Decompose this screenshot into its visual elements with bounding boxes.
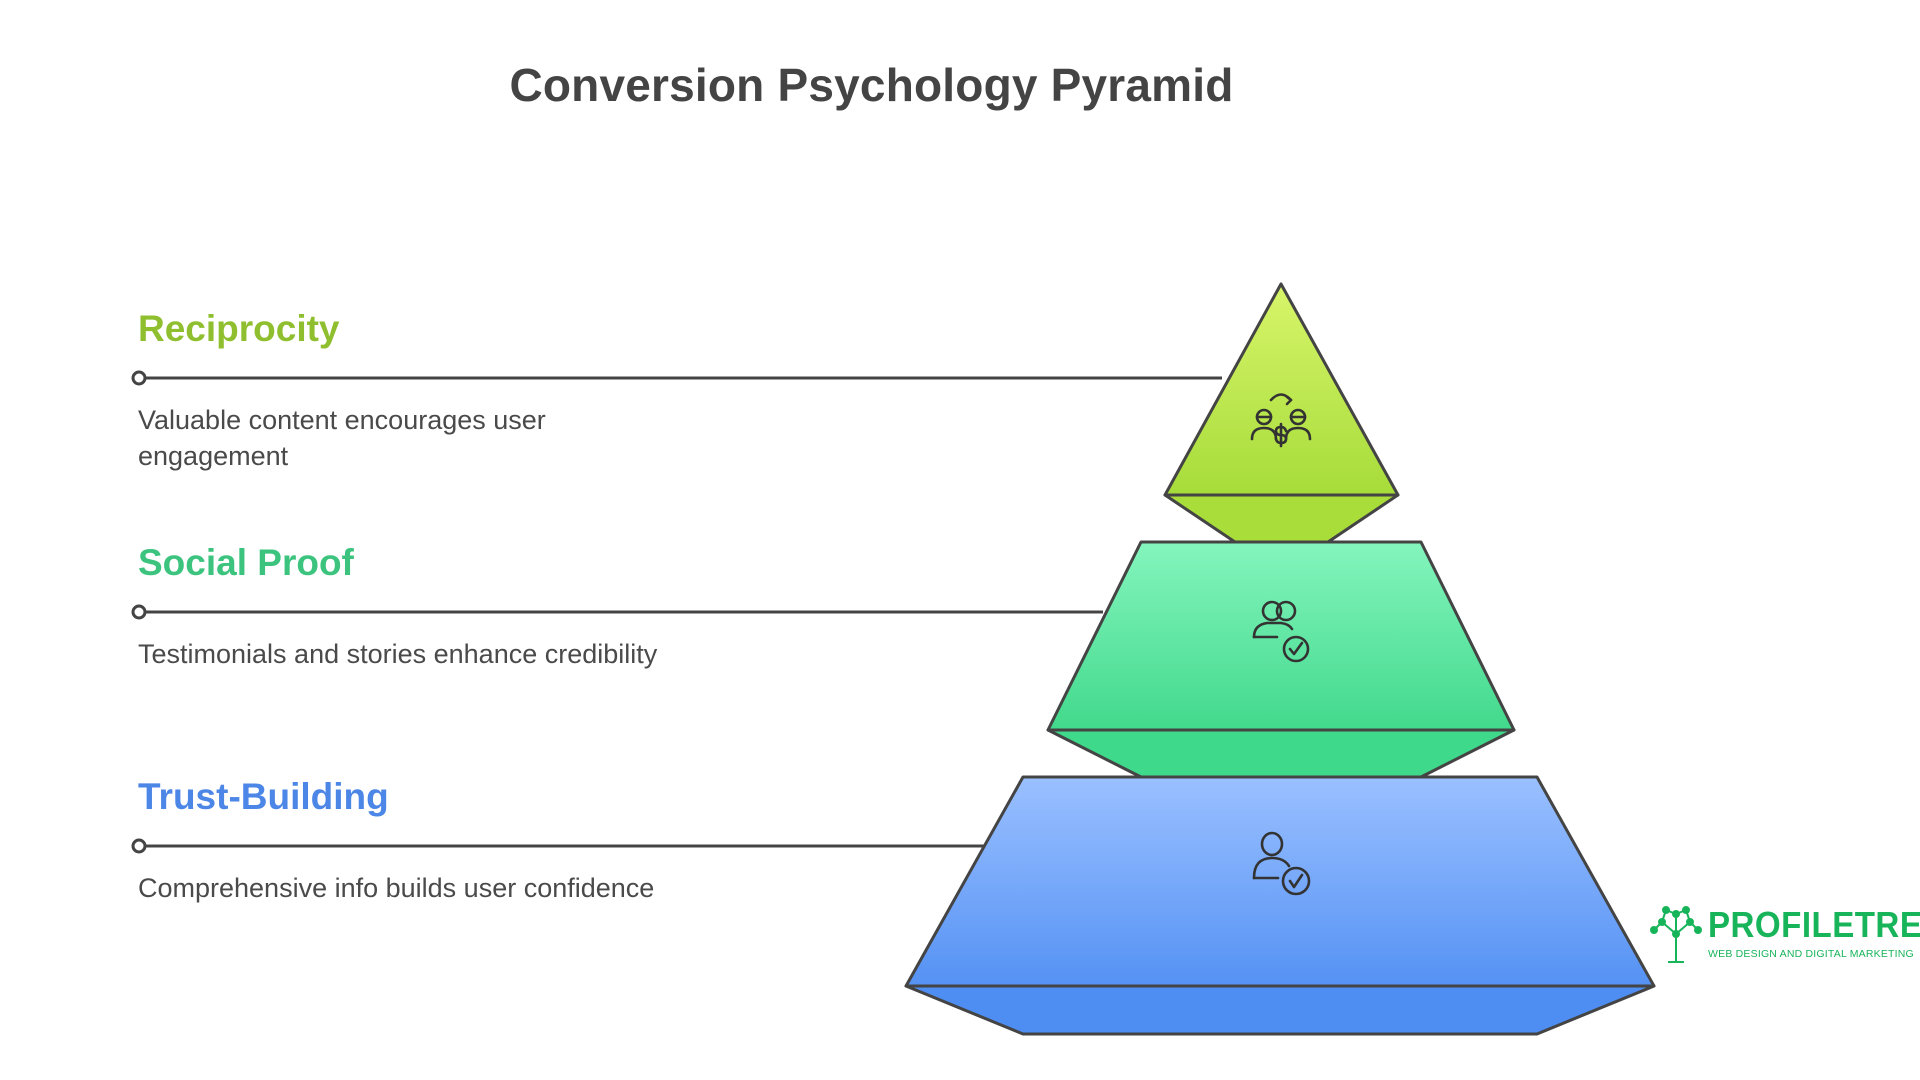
level-description: Testimonials and stories enhance credibi…: [138, 639, 658, 669]
level-description: Comprehensive info builds user confidenc…: [138, 873, 655, 903]
connector-social-proof: [131, 604, 1103, 620]
tree-network-icon: [1650, 906, 1702, 963]
connector-reciprocity: [131, 370, 1222, 386]
profiletree-logo: PROFILETREE WEB DESIGN AND DIGITAL MARKE…: [1650, 904, 1920, 966]
pyramid-tier-reciprocity: [1163, 282, 1400, 544]
group-check-icon: [1252, 600, 1310, 663]
exchange-people-icon: [1250, 393, 1312, 448]
logo-tagline: WEB DESIGN AND DIGITAL MARKETING: [1708, 948, 1914, 960]
level-description: Valuable content encourages user engagem…: [138, 405, 546, 471]
level-title: Reciprocity: [138, 308, 340, 349]
pyramid-tier-social-proof: [1046, 540, 1516, 779]
user-check-icon: [1252, 831, 1311, 896]
connector-trust-building: [131, 838, 984, 854]
level-title: Social Proof: [138, 542, 354, 583]
level-title: Trust-Building: [138, 776, 389, 817]
pyramid-tier-trust-building: [904, 775, 1656, 1036]
logo-wordmark: PROFILETREE: [1708, 904, 1920, 945]
page-title: Conversion Psychology Pyramid: [509, 59, 1234, 111]
